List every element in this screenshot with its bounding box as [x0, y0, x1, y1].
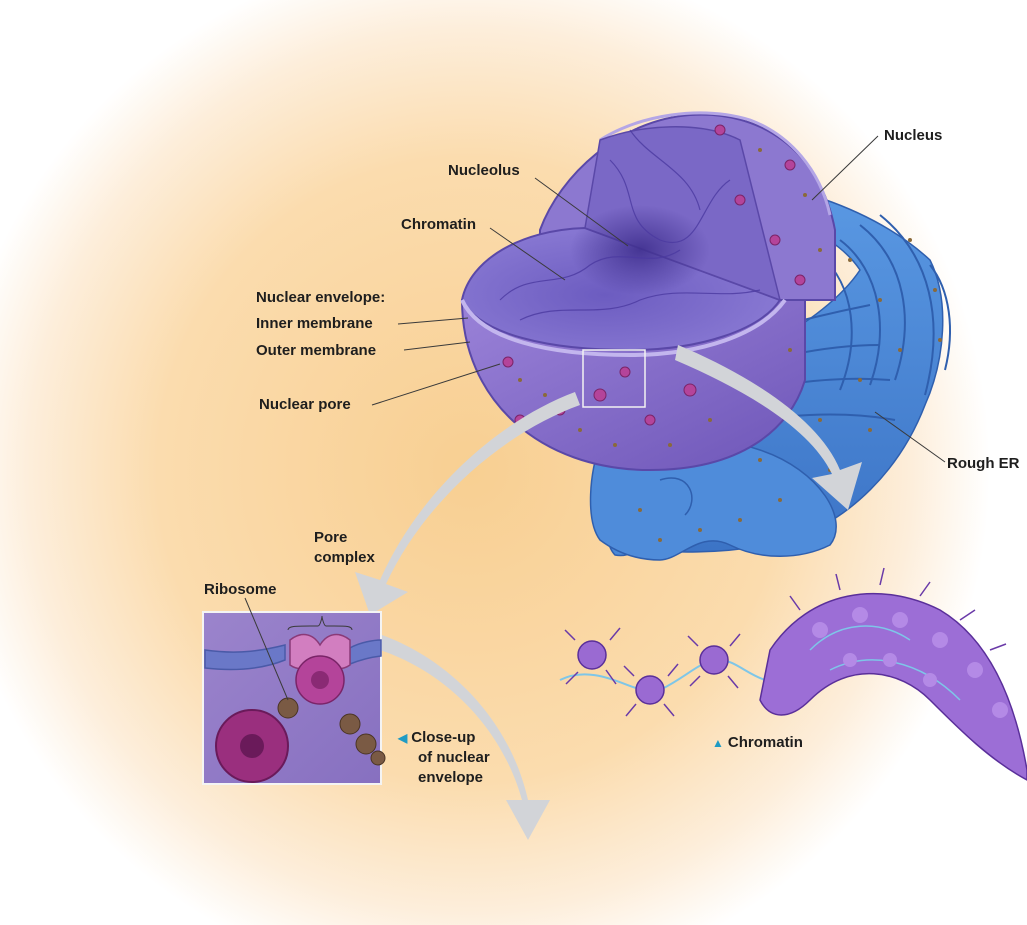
caption-triangle-icon: ◀ [398, 731, 407, 745]
chromatin-caption: ▲ Chromatin [712, 733, 803, 753]
closeup-caption-line3: envelope [398, 768, 490, 788]
closeup-caption: ◀ Close-up of nuclear envelope [398, 728, 490, 788]
chromatin-caption-text: Chromatin [728, 734, 803, 751]
label-ribosome: Ribosome [204, 580, 277, 600]
label-pore-complex-line1: Pore [314, 528, 375, 548]
caption-triangle-up-icon: ▲ [712, 736, 724, 750]
label-nucleus: Nucleus [884, 126, 942, 146]
label-pore-complex-line2: complex [314, 548, 375, 568]
label-nuclear-pore: Nuclear pore [259, 395, 351, 415]
label-outer-membrane: Outer membrane [256, 341, 376, 361]
closeup-caption-line1: Close-up [411, 729, 475, 746]
label-inner-membrane: Inner membrane [256, 314, 373, 334]
label-pore-complex: Pore complex [314, 528, 375, 568]
label-nucleolus: Nucleolus [448, 161, 520, 181]
label-chromatin: Chromatin [401, 215, 476, 235]
label-nuclear-envelope: Nuclear envelope: [256, 288, 385, 308]
closeup-inset [203, 612, 385, 784]
closeup-caption-line2: of nuclear [398, 748, 490, 768]
label-rough-er: Rough ER [947, 454, 1020, 474]
